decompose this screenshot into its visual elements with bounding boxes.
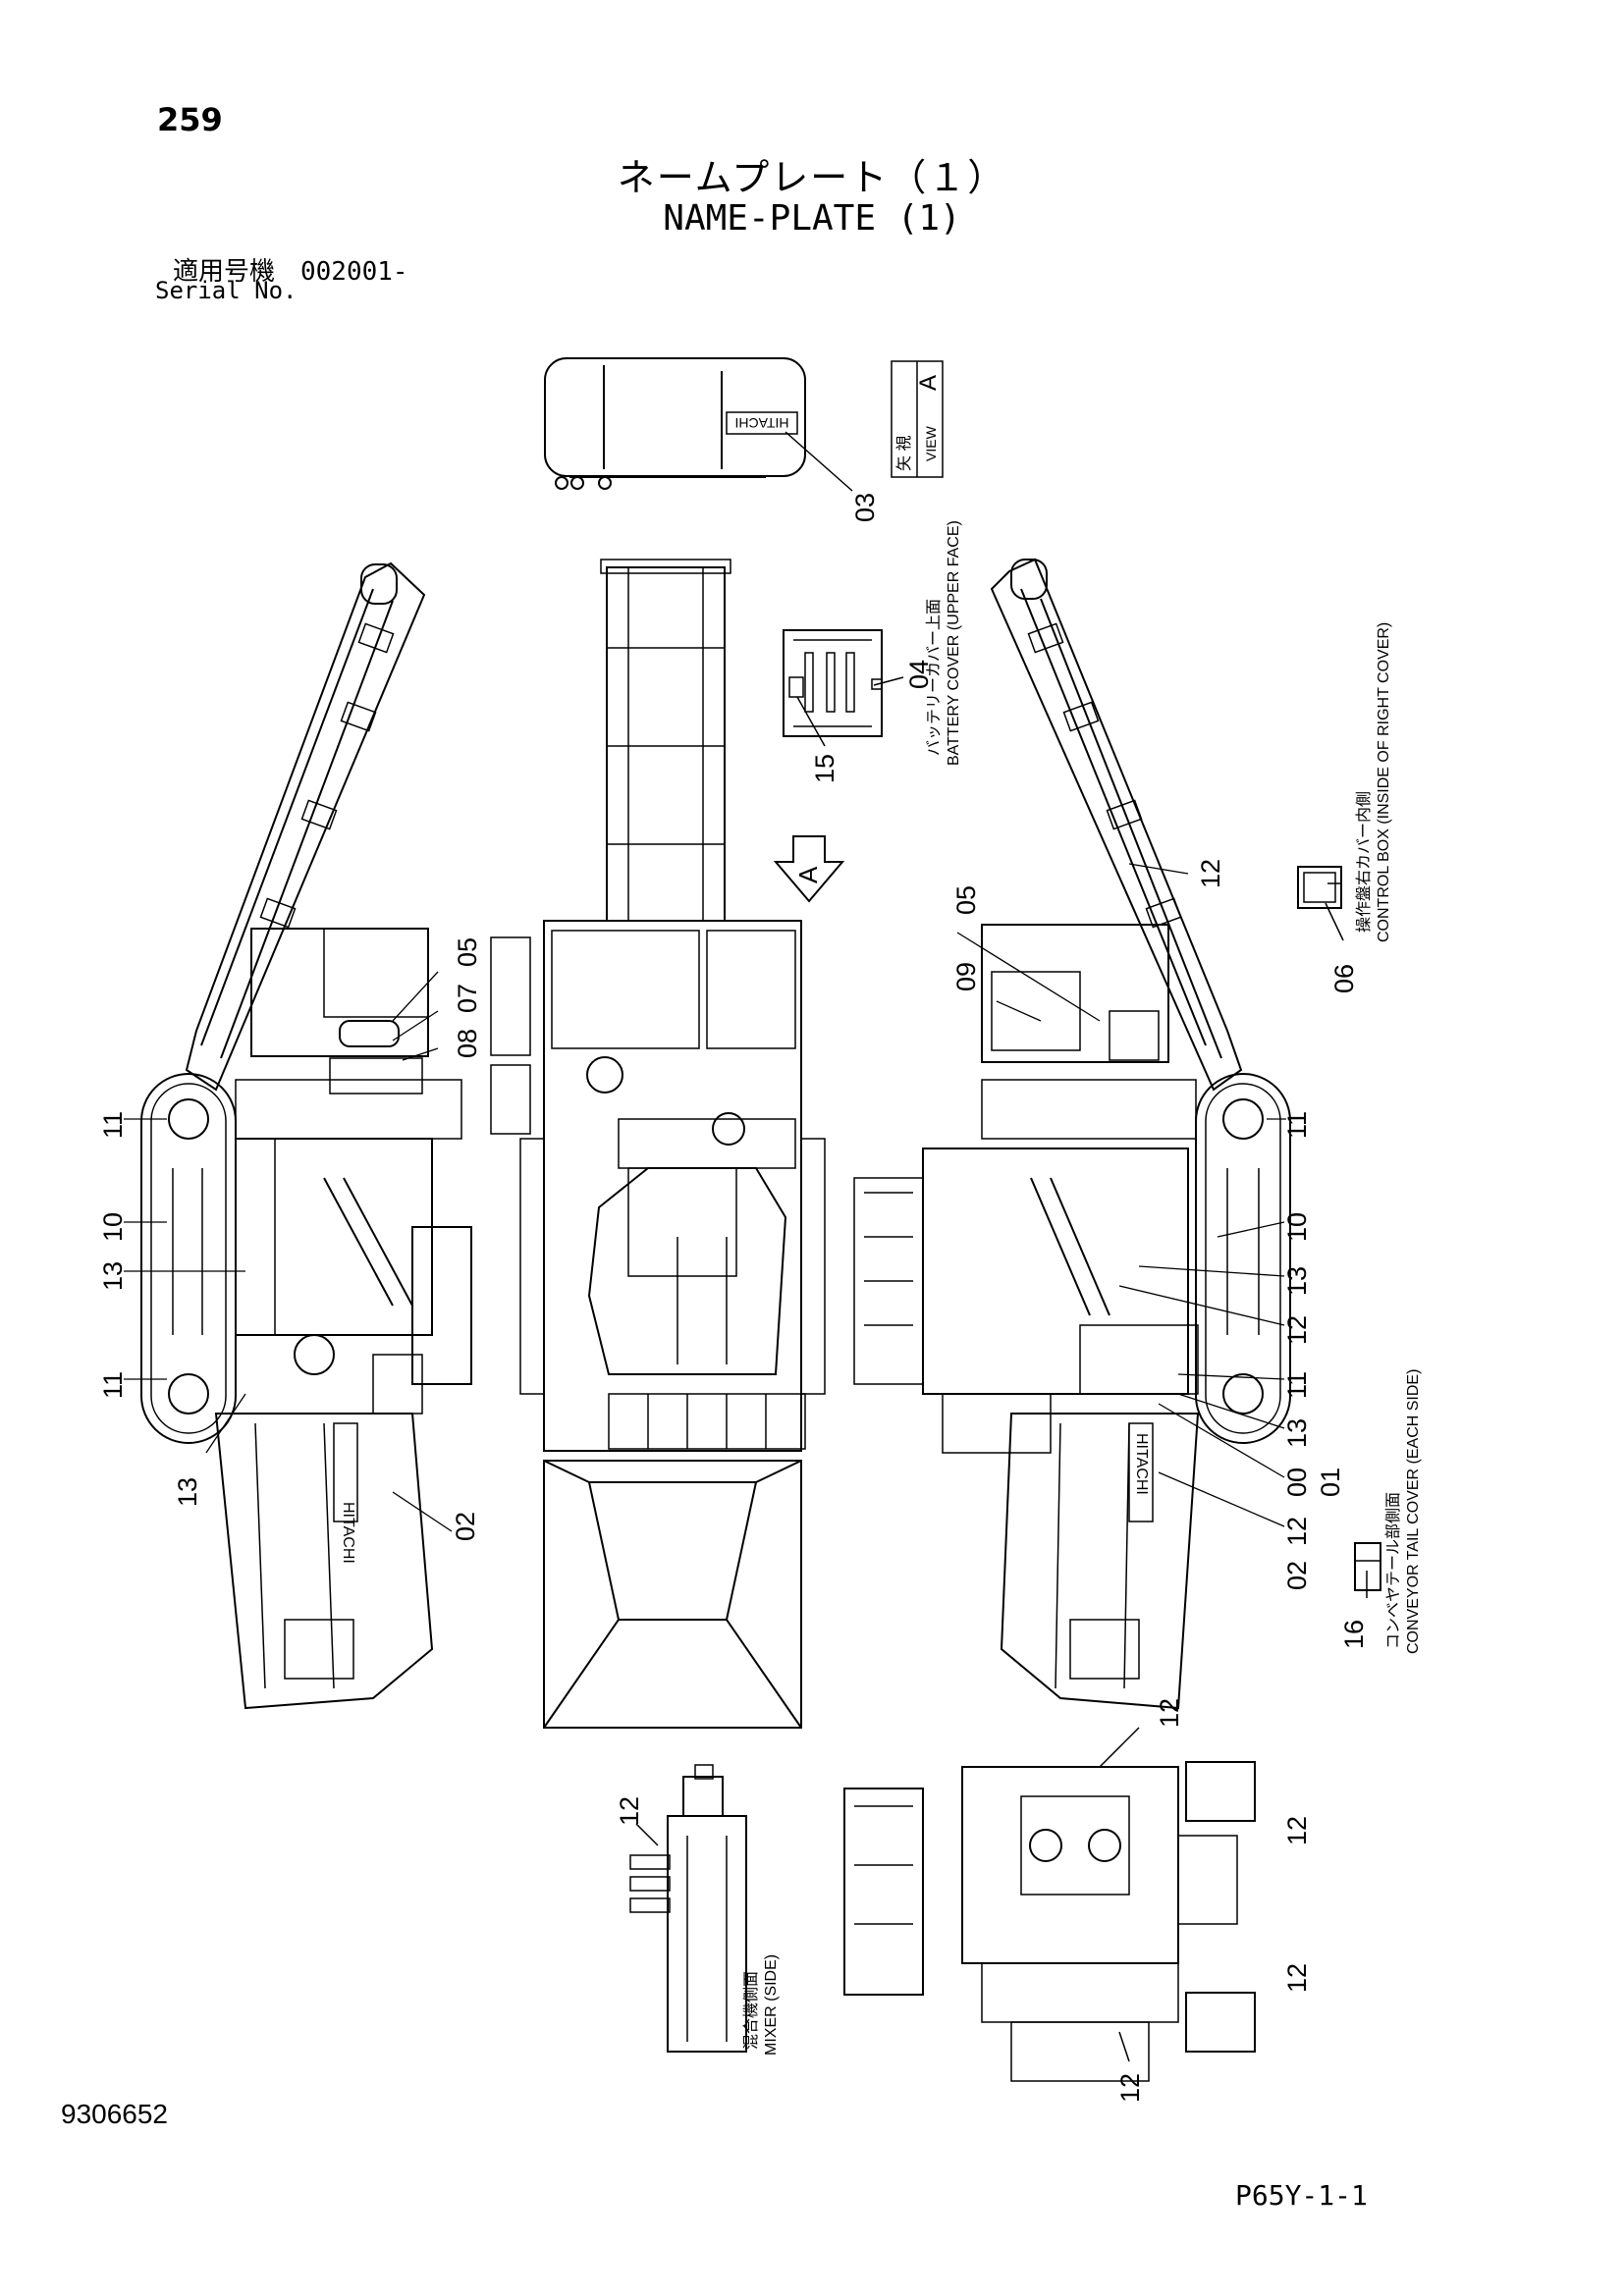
callout-12-ctrl: 12	[1196, 859, 1225, 888]
callout-12-bottom: 12	[1282, 1517, 1312, 1546]
page-code: P65Y-1-1	[1235, 2179, 1368, 2212]
hitachi-logo: HITACHI	[735, 415, 789, 431]
callout-13-left: 13	[98, 1261, 128, 1291]
callout-11-right-bottom: 11	[1282, 1371, 1312, 1399]
control-box-drawing	[1297, 866, 1344, 941]
mixer-caption-jp: 混合機側面	[742, 1971, 760, 2050]
callout-09: 09	[951, 962, 981, 991]
title-english: NAME-PLATE (1)	[663, 198, 961, 239]
page-number: 259	[157, 101, 223, 138]
battery-caption-jp: バッテリーカバー上面	[925, 599, 943, 756]
callout-13-left-bottom: 13	[173, 1477, 202, 1507]
callout-10-right: 10	[1282, 1212, 1312, 1242]
callout-11-right: 11	[1282, 1111, 1312, 1139]
top-view-drawing: A	[490, 559, 845, 1729]
callout-15: 15	[810, 754, 839, 783]
view-a-label: 矢 視 A VIEW	[891, 360, 944, 478]
callout-12-rear-top: 12	[1155, 1698, 1184, 1728]
callout-01: 01	[1316, 1468, 1345, 1497]
right-side-view-drawing: HITACHI	[853, 558, 1291, 1710]
callout-11-left-top: 11	[98, 1111, 128, 1139]
view-a-letter: A	[915, 375, 942, 391]
callout-numbers: 03 04 15 12 06 05 07 08 11 10 13 11 13 0…	[98, 493, 1369, 2103]
mixer-caption-en: MIXER (SIDE)	[763, 1954, 780, 2056]
callout-10-left: 10	[98, 1212, 128, 1242]
rear-view-drawing	[843, 1727, 1256, 2082]
callout-13-right: 13	[1282, 1266, 1312, 1296]
mixer-side-drawing	[629, 1764, 747, 2053]
leader-lines	[124, 863, 1286, 1532]
callout-00: 00	[1282, 1468, 1312, 1497]
callout-04: 04	[904, 660, 934, 689]
callout-06: 06	[1329, 964, 1359, 993]
callout-12-rear-right-2: 12	[1282, 1963, 1312, 1993]
serial-label-english: Serial No.	[155, 277, 298, 304]
callout-16: 16	[1339, 1620, 1369, 1649]
callout-11-left-bottom: 11	[98, 1371, 128, 1399]
callout-07: 07	[453, 984, 482, 1013]
hitachi-logo-right: HITACHI	[1133, 1433, 1150, 1495]
control-caption-jp: 操作盤右カバー内側	[1355, 791, 1373, 933]
left-side-view-drawing: HITACHI	[140, 561, 472, 1710]
view-a-cover-drawing: HITACHI	[544, 357, 853, 492]
conveyor-caption-jp: コンベヤテール部側面	[1384, 1492, 1402, 1649]
callout-12-right: 12	[1282, 1315, 1312, 1345]
serial-label-japanese: 適用号機 002001-	[173, 257, 408, 287]
callout-08: 08	[453, 1029, 482, 1058]
battery-cover-drawing	[783, 629, 904, 747]
view-a-label-jp: 矢 視	[895, 436, 913, 471]
hitachi-logo-left: HITACHI	[340, 1502, 356, 1564]
document-number: 9306652	[61, 2099, 169, 2129]
callout-12-rear-right-1: 12	[1282, 1816, 1312, 1845]
callout-05-right: 05	[951, 885, 981, 915]
conveyor-tail-drawing	[1354, 1542, 1381, 1598]
callout-13-right-bottom: 13	[1282, 1418, 1312, 1448]
callout-02-left: 02	[451, 1512, 480, 1541]
conveyor-caption-en: CONVEYOR TAIL COVER (EACH SIDE)	[1405, 1369, 1422, 1654]
control-caption-en: CONTROL BOX (INSIDE OF RIGHT COVER)	[1376, 622, 1392, 942]
view-a-arrow-letter: A	[793, 866, 823, 883]
callout-02-right: 02	[1282, 1561, 1312, 1590]
view-a-label-en: VIEW	[923, 425, 939, 461]
callout-12-mixer: 12	[615, 1796, 644, 1826]
callout-05-left: 05	[453, 937, 482, 967]
title-japanese: ネームプレート（１）	[617, 156, 1007, 199]
battery-caption-en: BATTERY COVER (UPPER FACE)	[946, 520, 962, 766]
callout-12-rear-bottom: 12	[1115, 2073, 1145, 2103]
callout-03: 03	[850, 493, 880, 522]
